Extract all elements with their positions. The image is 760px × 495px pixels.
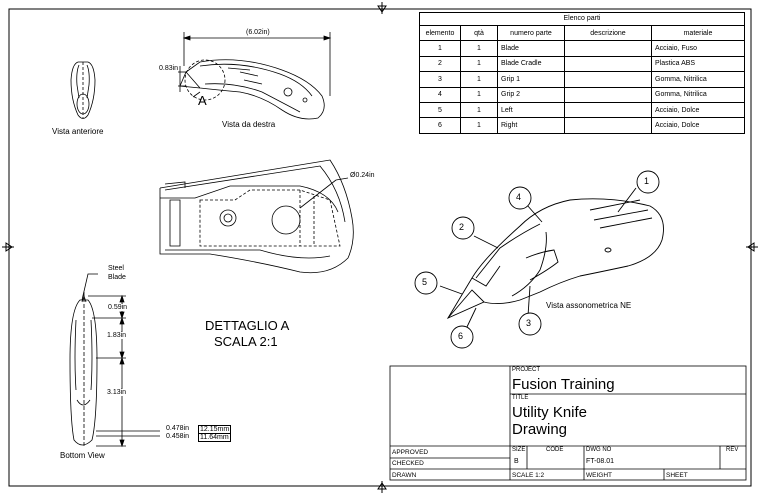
parts-list-header: elemento qtà numero parte descrizione ma… bbox=[419, 24, 745, 42]
col-numero-parte: numero parte bbox=[497, 24, 565, 42]
dim-blade-ext: 0.59in bbox=[108, 304, 128, 311]
dim-seg1: 1.83in bbox=[107, 332, 127, 339]
parts-list-table: Elenco parti elemento qtà numero parte d… bbox=[419, 12, 745, 134]
approved-label: APPROVED bbox=[392, 449, 429, 456]
leader-note-line1: Steel bbox=[108, 265, 124, 272]
dim-overall-width: (6.02in) bbox=[246, 29, 270, 36]
iso-view-label: Vista assonometrica NE bbox=[546, 301, 632, 310]
sheet-label: SHEET bbox=[666, 472, 688, 479]
leader-note-line2: Blade bbox=[108, 274, 126, 281]
col-descrizione: descrizione bbox=[564, 24, 652, 42]
col-qta: qtà bbox=[460, 24, 498, 42]
balloons bbox=[414, 170, 660, 349]
balloon-4-label: 4 bbox=[516, 192, 522, 202]
dwg-no-label: DWG NO bbox=[586, 447, 612, 453]
detail-a-marker: A bbox=[198, 93, 207, 108]
balloon-2 bbox=[451, 216, 475, 240]
scale-value: SCALE 1:2 bbox=[512, 472, 545, 479]
detail-a-scale: SCALA 2:1 bbox=[214, 334, 278, 349]
dim-w2-mm: 11.64mm bbox=[198, 433, 231, 442]
balloon-6-label: 6 bbox=[458, 331, 464, 341]
front-view bbox=[70, 61, 96, 119]
size-label: SIZE bbox=[512, 447, 526, 453]
balloon-3-label: 3 bbox=[526, 318, 532, 328]
title-label: TITLE bbox=[512, 395, 529, 401]
col-elemento: elemento bbox=[419, 24, 461, 42]
balloon-5 bbox=[414, 271, 438, 295]
bottom-view-label: Bottom View bbox=[60, 451, 105, 460]
front-view-label: Vista anteriore bbox=[52, 127, 104, 136]
balloon-1-label: 1 bbox=[644, 176, 650, 186]
bottom-view bbox=[69, 273, 160, 448]
balloon-5-label: 5 bbox=[422, 277, 428, 287]
drawn-label: DRAWN bbox=[392, 472, 417, 479]
dim-w2: 0.458in bbox=[166, 433, 189, 440]
balloon-1 bbox=[636, 170, 660, 194]
balloon-2-label: 2 bbox=[459, 222, 465, 232]
size-value: B bbox=[514, 458, 519, 465]
right-view-label: Vista da destra bbox=[222, 120, 276, 129]
right-view bbox=[178, 32, 332, 120]
checked-label: CHECKED bbox=[392, 460, 424, 467]
balloon-3 bbox=[518, 312, 542, 336]
title-block-lines bbox=[389, 365, 747, 481]
parts-list-title: Elenco parti bbox=[419, 12, 745, 25]
detail-a-title: DETTAGLIO A bbox=[205, 318, 290, 333]
drawing-title-line2: Drawing bbox=[512, 421, 568, 438]
weight-label: WEIGHT bbox=[586, 472, 612, 479]
dim-seg2: 3.13in bbox=[107, 389, 127, 396]
balloon-4 bbox=[508, 186, 532, 210]
rev-label: REV bbox=[726, 447, 739, 453]
project-label: PROJECT bbox=[512, 367, 541, 373]
detail-a-view bbox=[159, 159, 354, 274]
dim-hole: Ø0.24in bbox=[350, 172, 375, 179]
dim-w1: 0.478in bbox=[166, 425, 189, 432]
drawing-title-line1: Utility Knife bbox=[512, 404, 588, 421]
isometric-view bbox=[439, 187, 664, 330]
col-materiale: materiale bbox=[651, 24, 745, 42]
balloon-6 bbox=[450, 325, 474, 349]
dwg-no-value: FT-08.01 bbox=[586, 458, 615, 465]
project-name: Fusion Training bbox=[512, 376, 615, 393]
dim-nose: 0.83in bbox=[159, 65, 179, 72]
code-label: CODE bbox=[546, 447, 564, 453]
